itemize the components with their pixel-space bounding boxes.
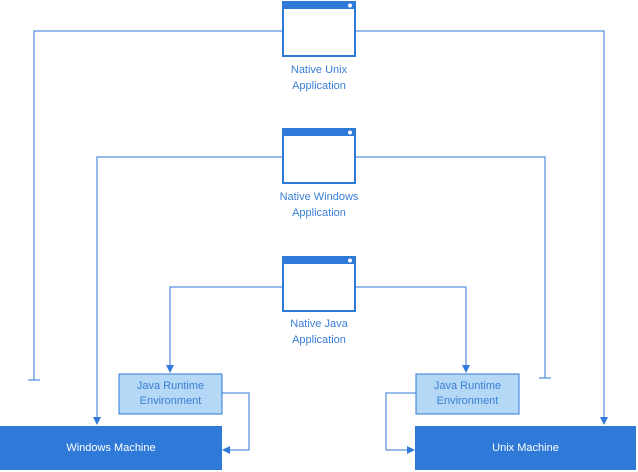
right-jre-to-unix-machine-arrow <box>385 392 416 454</box>
unix-app-to-unix-machine-arrow <box>355 30 608 425</box>
windows-app-window-icon <box>282 128 356 184</box>
left-jre-label-line2: Environment <box>139 395 202 407</box>
unix-app-window-icon <box>282 1 356 57</box>
unix-app-label-line1: Native Unix <box>290 64 348 76</box>
java-app-to-right-jre-arrow <box>355 286 470 373</box>
windows-machine-label: Windows Machine <box>66 442 156 454</box>
right-jre-label-line1: Java Runtime <box>433 380 502 392</box>
left-jre-label: Java Runtime Environment <box>119 379 222 409</box>
java-app-window-icon <box>282 256 356 312</box>
unix-machine-box <box>415 426 636 470</box>
unix-app-label: Native Unix Application <box>249 62 389 94</box>
windows-app-label-line2: Application <box>292 207 346 219</box>
right-jre-label: Java Runtime Environment <box>416 379 519 409</box>
windows-app-to-unix-blocked-line <box>355 156 546 378</box>
left-jre-to-windows-machine-arrow <box>222 392 250 454</box>
unix-machine-label: Unix Machine <box>492 442 559 454</box>
left-jre-box <box>118 373 223 415</box>
java-app-to-left-jre-arrow <box>166 286 283 373</box>
java-app-label-line1: Native Java <box>290 318 348 330</box>
right-jre-label-line2: Environment <box>436 395 499 407</box>
windows-app-label: Native Windows Application <box>249 189 389 221</box>
windows-app-label-line1: Native Windows <box>279 191 359 203</box>
java-app-label-line2: Application <box>292 334 346 346</box>
windows-machine-box <box>0 426 222 470</box>
windows-app-to-windows-machine-arrow <box>93 156 283 425</box>
unix-app-to-windows-blocked-line <box>33 30 283 380</box>
unix-app-label-line2: Application <box>292 80 346 92</box>
left-jre-label-line1: Java Runtime <box>136 380 205 392</box>
right-jre-box <box>415 373 520 415</box>
java-app-label: Native Java Application <box>249 316 389 348</box>
